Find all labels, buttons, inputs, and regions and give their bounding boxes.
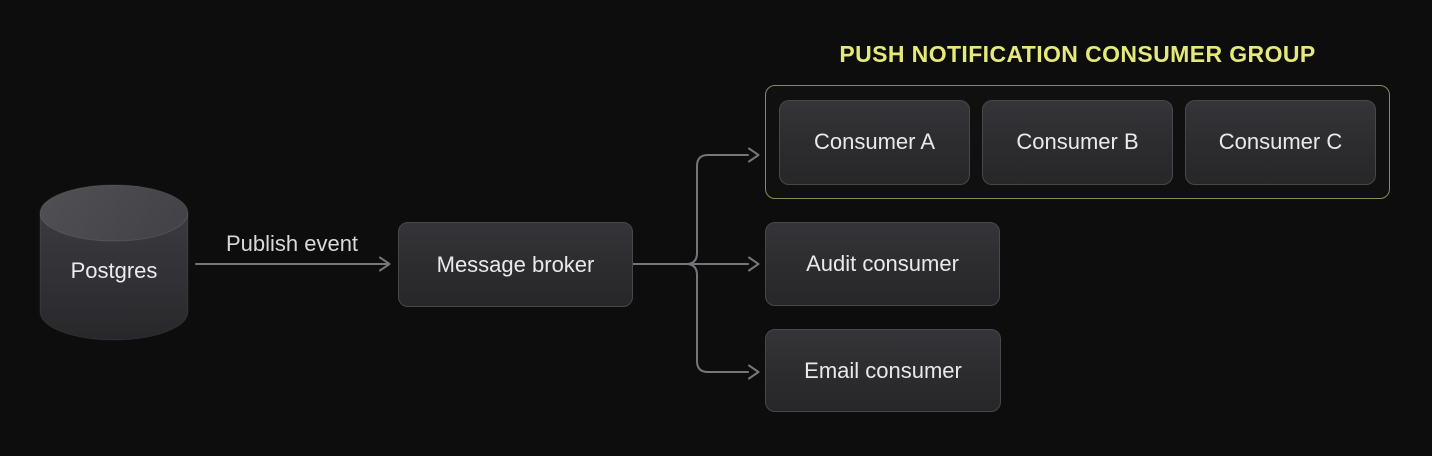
consumer-c-node: Consumer C	[1185, 99, 1376, 185]
consumer-a-node: Consumer A	[779, 99, 970, 185]
arrowhead-consumer-group	[748, 147, 760, 163]
edge-broker-to-email	[685, 263, 749, 373]
consumer-b-node: Consumer B	[982, 99, 1173, 185]
consumer-b-label: Consumer B	[1016, 129, 1139, 154]
consumer-group-title: PUSH NOTIFICATION CONSUMER GROUP	[839, 41, 1316, 67]
edge-broker-to-consumer-group	[685, 154, 749, 265]
message-broker-label: Message broker	[436, 251, 595, 277]
email-consumer-node: Email consumer	[765, 329, 1001, 412]
push-notification-consumer-group: Consumer A Consumer B Consumer C	[765, 85, 1390, 199]
edges	[195, 147, 760, 380]
arrowhead-audit	[748, 256, 760, 272]
publish-event-edge-label: Publish event	[225, 231, 359, 256]
audit-consumer-label: Audit consumer	[806, 251, 959, 276]
email-consumer-label: Email consumer	[804, 357, 962, 383]
arrowhead-publish-event	[379, 256, 391, 272]
postgres-node-label: Postgres	[70, 258, 158, 283]
consumer-c-label: Consumer C	[1218, 129, 1343, 154]
audit-consumer-node: Audit consumer	[765, 222, 1000, 306]
arrowhead-email	[748, 364, 760, 380]
consumer-a-label: Consumer A	[813, 129, 936, 154]
postgres-database-cylinder-icon	[39, 184, 189, 341]
message-broker-node: Message broker	[398, 222, 633, 307]
